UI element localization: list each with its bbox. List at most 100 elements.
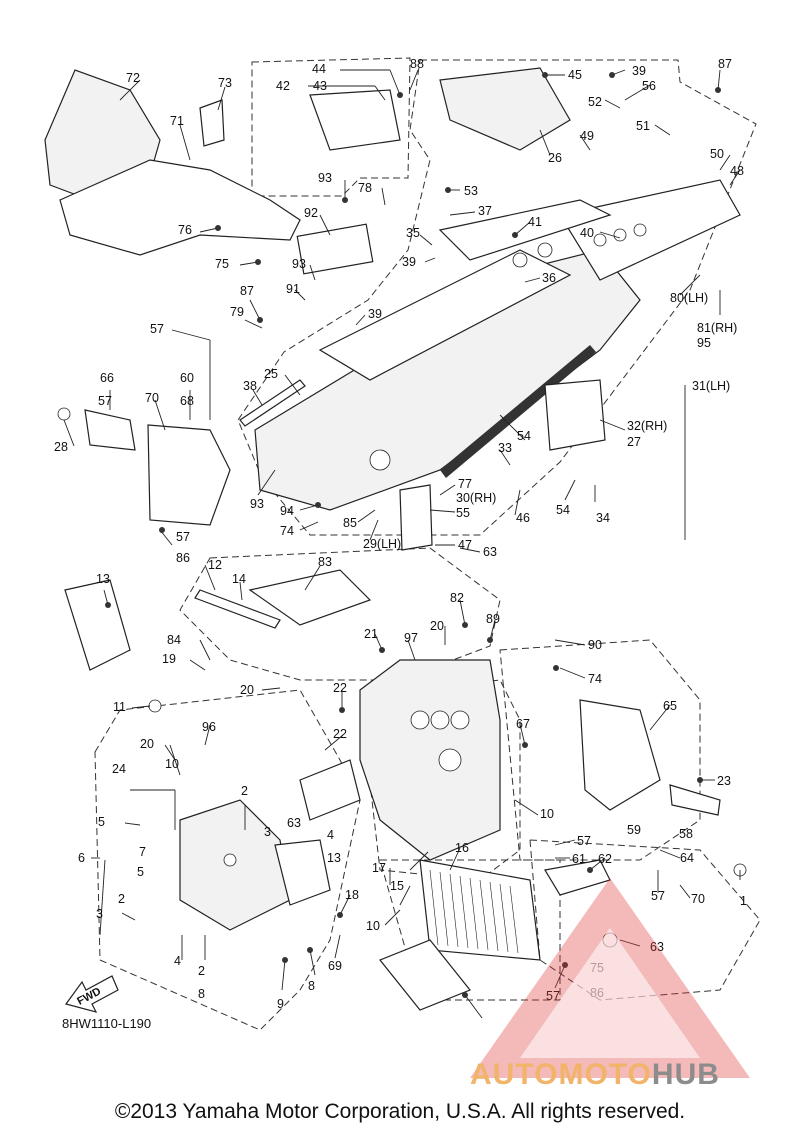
callout: 72: [126, 71, 140, 85]
callout: 2: [241, 784, 248, 798]
callout: 13: [327, 851, 341, 865]
callout: 16: [455, 841, 469, 855]
callout: 38: [243, 379, 257, 393]
callout: 64: [680, 851, 694, 865]
watermark-text: AUTOMOTOHUB: [470, 1058, 720, 1092]
callout: 96: [202, 720, 216, 734]
callout: 10: [540, 807, 554, 821]
callout: 39: [368, 307, 382, 321]
callout: 74: [280, 524, 294, 538]
callout: 65: [663, 699, 677, 713]
callout: 25: [264, 367, 278, 381]
callout: 17: [372, 861, 386, 875]
callout: 53: [464, 184, 478, 198]
callout: 8: [308, 979, 315, 993]
callout: 63: [287, 816, 301, 830]
watermark-part1: AUTOMOTO: [470, 1058, 652, 1091]
callout: 34: [596, 511, 610, 525]
fasteners: [105, 72, 721, 998]
callout: 39: [632, 64, 646, 78]
diagram-code: 8HW1110-L190: [62, 1016, 152, 1031]
callout: 24: [112, 762, 126, 776]
watermark-part2: HUB: [651, 1058, 720, 1091]
callout: 33: [498, 441, 512, 455]
callout: 71: [170, 114, 184, 128]
callout: 92: [304, 206, 318, 220]
callout: 88: [410, 57, 424, 71]
callout: 78: [358, 181, 372, 195]
callout: 87: [718, 57, 732, 71]
callout: 57: [176, 530, 190, 544]
callout: 57: [150, 322, 164, 336]
callout: 57: [546, 989, 560, 1003]
callout: 2: [198, 964, 205, 978]
callout: 68: [180, 394, 194, 408]
callout: 11: [113, 700, 126, 714]
callout: 47: [458, 538, 472, 552]
callout: 77: [458, 477, 472, 491]
callout: 48: [730, 164, 744, 178]
callout: 97: [404, 631, 418, 645]
callout: 73: [218, 76, 232, 90]
callout: 26: [548, 151, 562, 165]
callout: 9: [277, 997, 284, 1011]
callout: 5: [98, 815, 105, 829]
callout: 95: [697, 336, 711, 350]
callout: 28: [54, 440, 68, 454]
callout: 29(LH): [363, 537, 401, 551]
callout: 2: [118, 892, 125, 906]
callout: 18: [345, 888, 359, 902]
callout: 93: [318, 171, 332, 185]
callout: 22: [333, 681, 347, 695]
callout: 6: [78, 851, 85, 865]
callout: 60: [180, 371, 194, 385]
callout: 3: [264, 825, 271, 839]
callout: 13: [96, 572, 110, 586]
callout: 83: [318, 555, 332, 569]
callout: 54: [556, 503, 570, 517]
callout: 43: [313, 79, 327, 93]
callout: 54: [517, 429, 531, 443]
callout: 76: [178, 223, 192, 237]
callout: 10: [366, 919, 380, 933]
callout: 61: [572, 852, 586, 866]
callout: 20: [430, 619, 444, 633]
callout: 20: [240, 683, 254, 697]
callout: 36: [542, 271, 556, 285]
callout: 84: [167, 633, 181, 647]
callout: 75: [215, 257, 229, 271]
callout: 4: [327, 828, 334, 842]
callout: 50: [710, 147, 724, 161]
callout: 57: [98, 394, 112, 408]
callout: 35: [406, 226, 420, 240]
callout: 82: [450, 591, 464, 605]
callout: 80(LH): [670, 291, 708, 305]
callout: 74: [588, 672, 602, 686]
leader-lines: [63, 69, 741, 1019]
callout: 19: [162, 652, 176, 666]
callout: 66: [100, 371, 114, 385]
callout: 27: [627, 435, 641, 449]
callout: 93: [292, 257, 306, 271]
callout: 51: [636, 119, 650, 133]
callout: 63: [650, 940, 664, 954]
callout: 45: [568, 68, 582, 82]
callout: 87: [240, 284, 254, 298]
callout: 69: [328, 959, 342, 973]
callout: 12: [208, 558, 222, 572]
callout: 62: [598, 852, 612, 866]
callout: 20: [140, 737, 154, 751]
callout: 56: [642, 79, 656, 93]
callout: 30(RH): [456, 491, 496, 505]
callout: 14: [232, 572, 246, 586]
callout: 90: [588, 638, 602, 652]
callout: 89: [486, 612, 500, 626]
callout: 22: [333, 727, 347, 741]
callout: 63: [483, 545, 497, 559]
callout: 91: [286, 282, 300, 296]
callout: 1: [740, 894, 747, 908]
callout: 85: [343, 516, 357, 530]
callout: 67: [516, 717, 530, 731]
callout: 42: [276, 79, 290, 93]
